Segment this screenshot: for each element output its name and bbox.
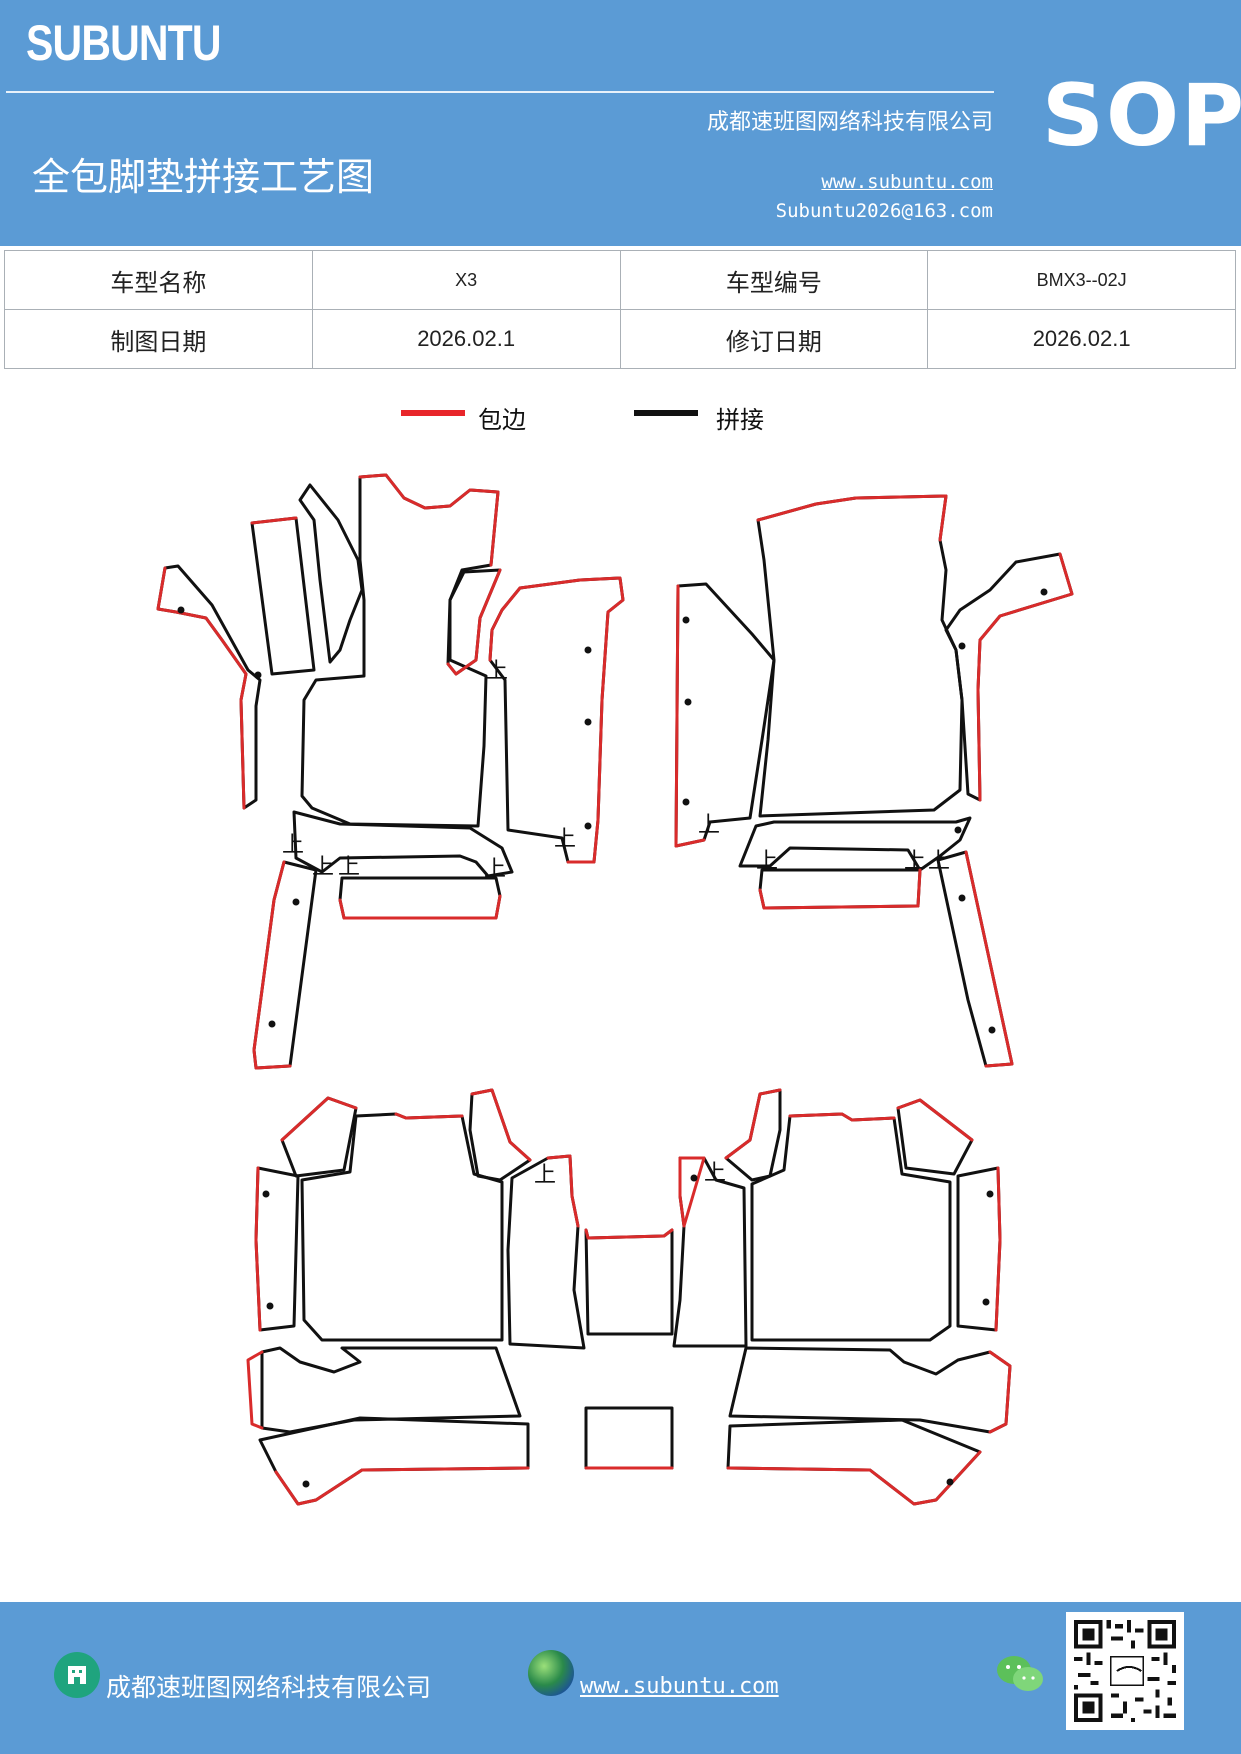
car-model-code-value: BMX3--02J [927, 250, 1236, 310]
car-model-name-value: X3 [311, 250, 621, 310]
header-divider [6, 91, 994, 93]
drawing-date-value: 2026.02.1 [311, 309, 621, 369]
legend-seam-swatch [634, 410, 698, 416]
footer-website-link[interactable]: www.subuntu.com [580, 1674, 779, 1699]
header-banner [0, 0, 1241, 246]
legend-edge-swatch [401, 410, 465, 416]
car-model-name-label: 车型名称 [4, 250, 313, 310]
table-row: 制图日期 2026.02.1 修订日期 2026.02.1 [4, 309, 1236, 369]
up-mark: 上 [756, 849, 778, 874]
revision-date-value: 2026.02.1 [927, 309, 1236, 369]
building-icon [54, 1652, 100, 1698]
sop-label: SOP [1042, 66, 1241, 166]
revision-date-label: 修订日期 [619, 309, 929, 369]
qr-code [1066, 1612, 1184, 1730]
company-name: 成都速班图网络科技有限公司 [706, 110, 993, 135]
rivet-dots [177, 588, 1048, 1488]
up-mark: 上 [486, 659, 508, 684]
rear-set [246, 1088, 1012, 1506]
up-mark: 上 [484, 857, 506, 882]
info-table: 车型名称 X3 车型编号 BMX3--02J 制图日期 2026.02.1 修订… [4, 250, 1236, 369]
up-mark: 上 [698, 813, 720, 838]
page-title: 全包脚垫拼接工艺图 [32, 155, 375, 199]
up-mark: 上 [704, 1161, 726, 1186]
legend-seam-label: 拼接 [716, 406, 764, 434]
car-model-code-label: 车型编号 [619, 250, 929, 310]
footer-company-name: 成都速班图网络科技有限公司 [106, 1673, 432, 1702]
wechat-icon[interactable] [996, 1654, 1044, 1694]
up-mark: 上 [554, 827, 576, 852]
table-row: 车型名称 X3 车型编号 BMX3--02J [4, 250, 1236, 310]
up-marks: 上 上 上 上 上 上 上 上 上 上 上 上 [282, 659, 950, 1188]
globe-icon [528, 1650, 574, 1696]
front-left-set [156, 473, 625, 1070]
legend-edge-label: 包边 [478, 406, 526, 434]
email-address[interactable]: Subuntu2026@163.com [775, 200, 993, 222]
website-link[interactable]: www.subuntu.com [821, 171, 993, 193]
front-right-set [674, 494, 1074, 1068]
up-mark: 上 [928, 849, 950, 874]
up-mark: 上 [534, 1163, 556, 1188]
up-mark: 上 [282, 833, 304, 858]
up-mark: 上 [904, 849, 926, 874]
drawing-date-label: 制图日期 [4, 309, 313, 369]
up-mark: 上 [338, 855, 360, 880]
brand-logo: SUBUNTU [26, 15, 222, 71]
up-mark: 上 [312, 855, 334, 880]
